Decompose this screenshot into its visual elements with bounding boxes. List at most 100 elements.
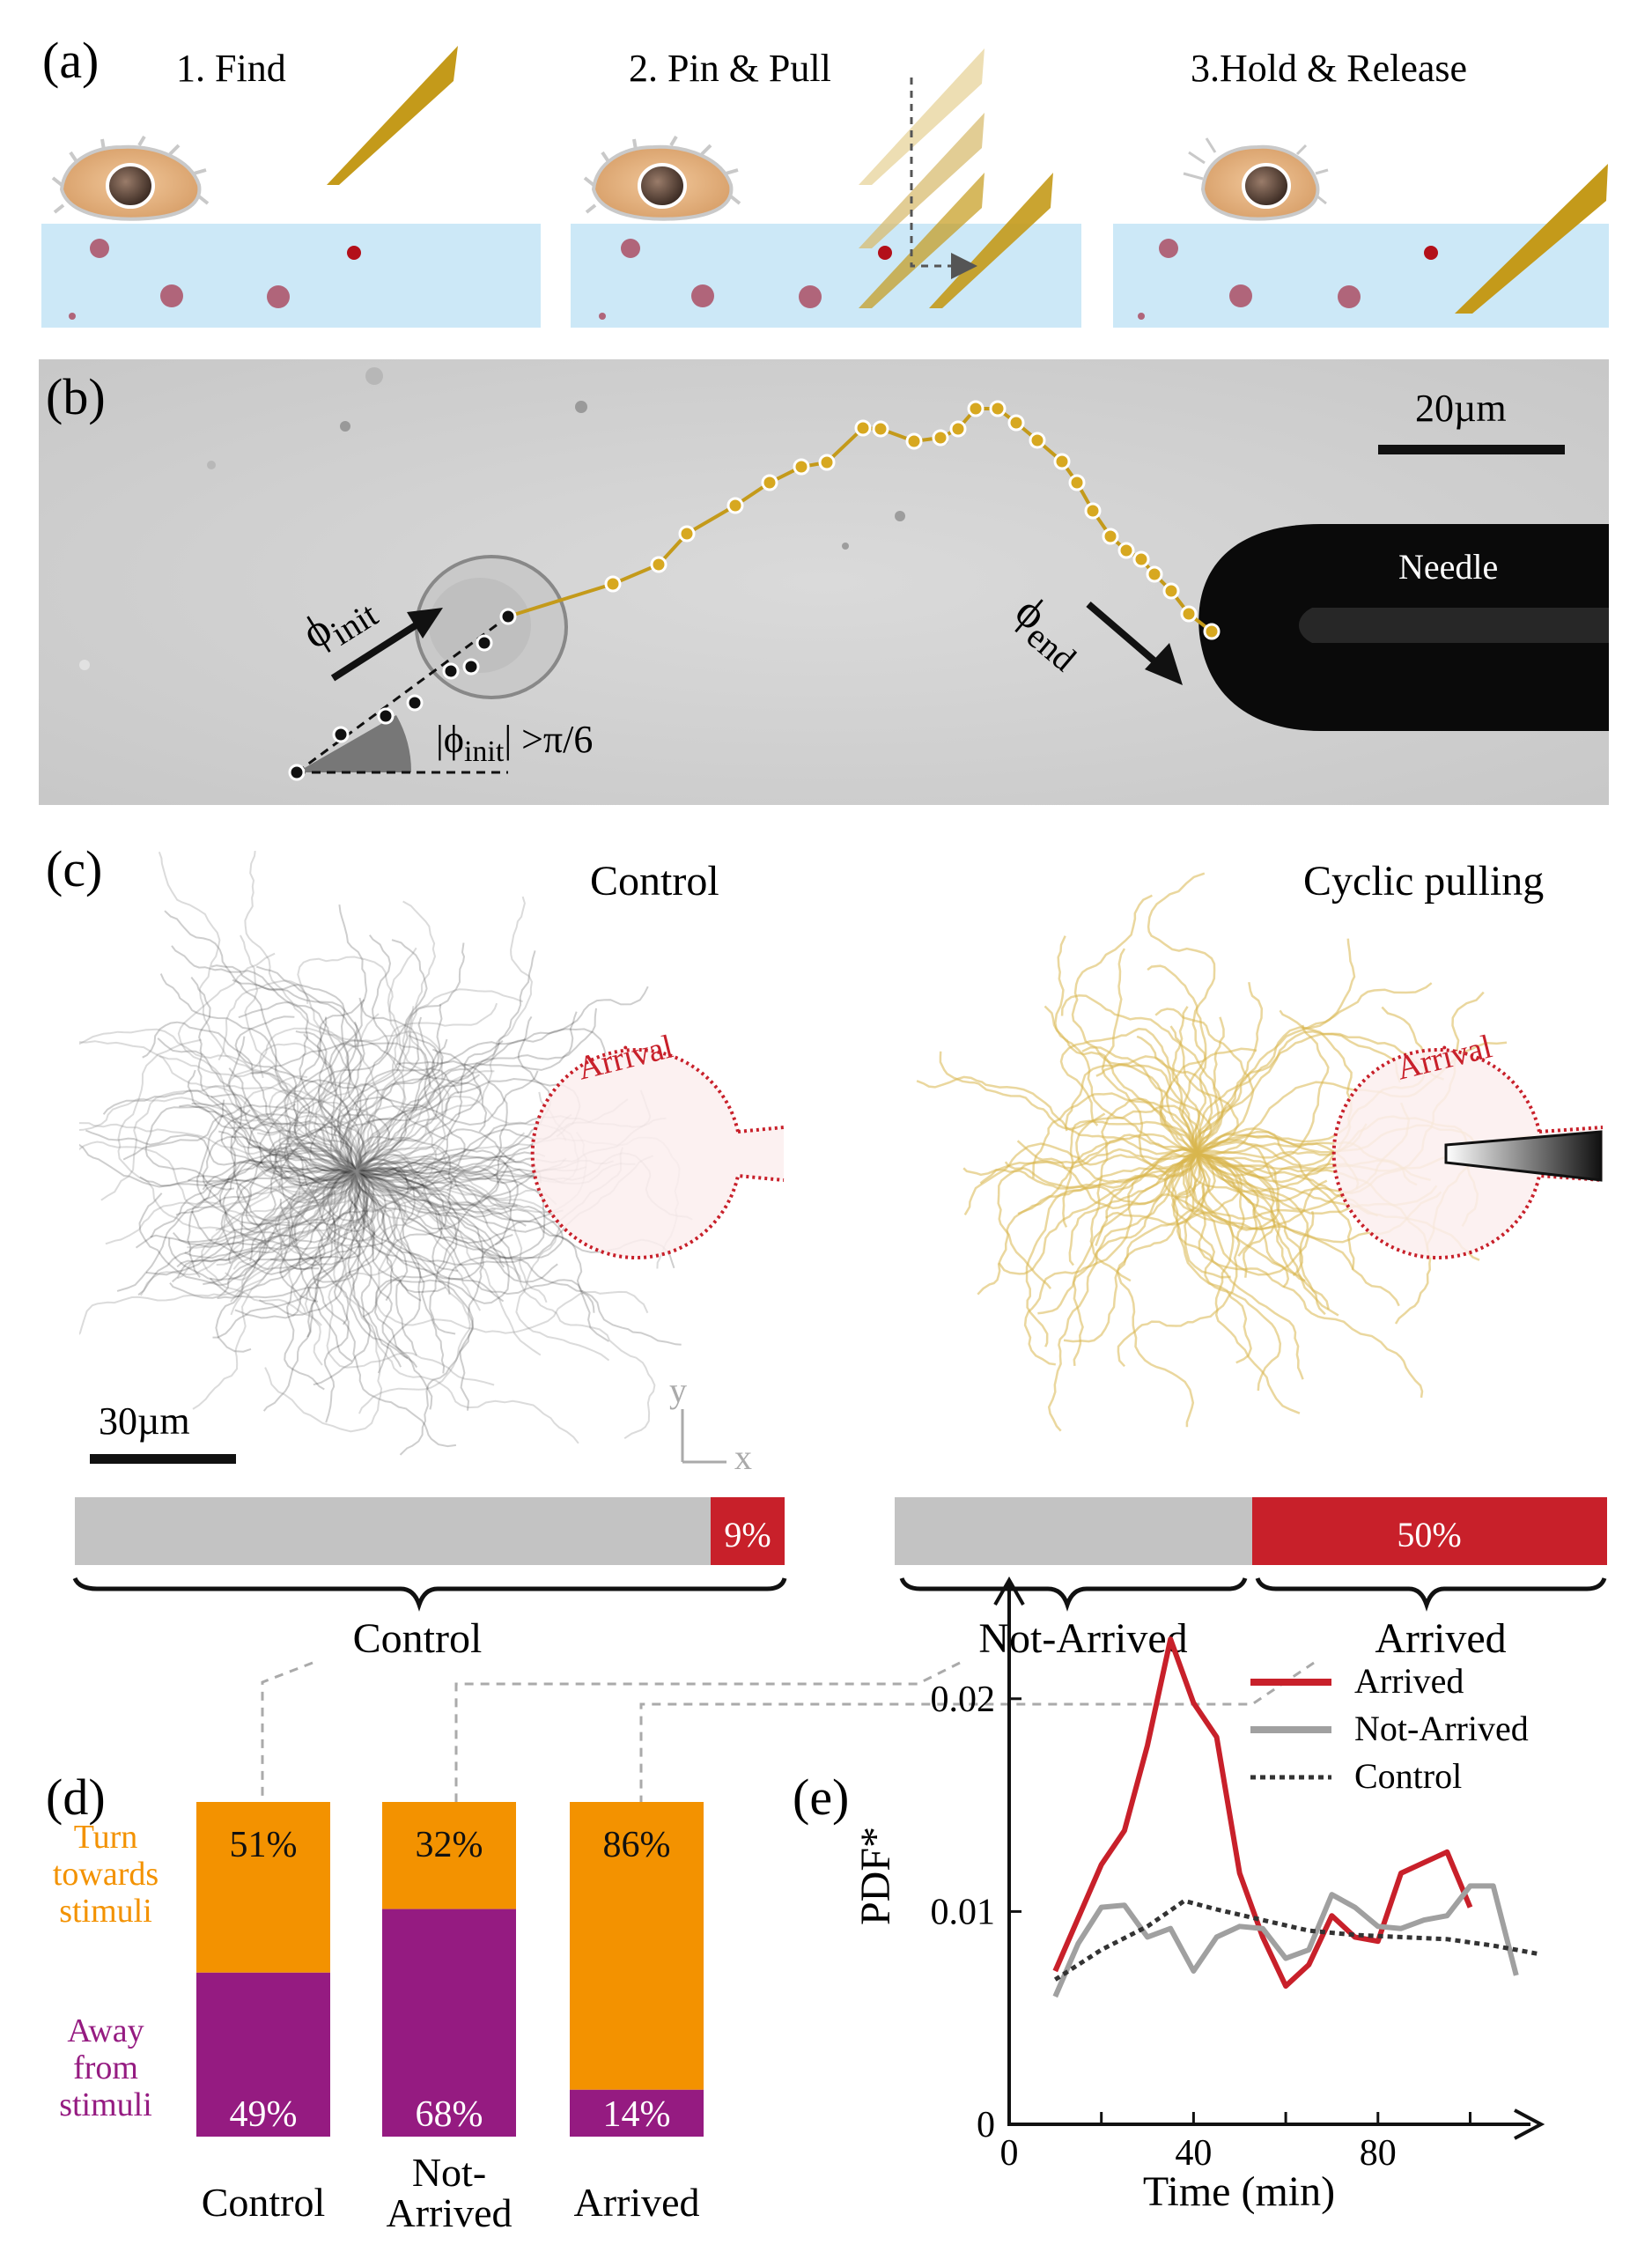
trajectory-track (916, 1075, 1198, 1156)
trajectory-track (1194, 1030, 1402, 1155)
control-title: Control (590, 858, 719, 904)
trajectory-track (962, 1153, 1199, 1206)
trajectory-track (212, 1170, 358, 1339)
trajectory-track (105, 1170, 370, 1256)
trajectory-track (102, 1089, 358, 1189)
trajectory-track (191, 1170, 377, 1246)
cyclic-bar-not-arrived (895, 1497, 1252, 1565)
trajectory-track (220, 1109, 358, 1175)
trajectory-track (356, 1170, 518, 1214)
trajectory-track (356, 1170, 527, 1227)
trajectory-track (286, 939, 428, 1182)
control-bar-not-arrived (75, 1497, 711, 1565)
y-axis-arrowhead (993, 1576, 1025, 1606)
trajectory-track (122, 1104, 358, 1172)
cell-1 (51, 135, 210, 221)
control-trajectories (79, 850, 693, 1456)
trajectory-track (244, 850, 380, 1172)
trajectory-track (218, 979, 358, 1172)
trajectory-track (280, 1113, 390, 1274)
trajectory-track (190, 976, 358, 1172)
trajectory-track (356, 1162, 458, 1369)
step-3-title: 3.Hold & Release (1191, 47, 1467, 90)
trajectory-track (145, 1170, 366, 1276)
trajectory-track (293, 1170, 358, 1362)
needle-1 (327, 46, 458, 185)
trajectory-track (355, 1170, 475, 1456)
trajectory-track (187, 1159, 358, 1278)
trajectory-track (295, 1030, 365, 1172)
trajectory-track (220, 1153, 358, 1275)
trajectory-track (336, 904, 368, 1172)
cyclic-title: Cyclic pulling (1303, 858, 1544, 904)
trajectory-track (79, 1122, 358, 1172)
phi-init-label: ϕinit (293, 579, 384, 666)
trajectory-track (116, 1141, 358, 1292)
trajectory-track (356, 1166, 513, 1211)
trajectory-track (217, 1170, 358, 1300)
trajectory-track (232, 1074, 358, 1206)
series-line-2 (1053, 1898, 1540, 1982)
trajectory-track (203, 1170, 358, 1286)
trajectory-track (1032, 1092, 1199, 1178)
trajectory-track (356, 896, 534, 1172)
trajectory-track (270, 1147, 385, 1243)
control-track-group (79, 850, 693, 1456)
needle-image (1198, 524, 1609, 731)
trajectory-points (604, 400, 1221, 640)
trajectory-track (315, 1132, 526, 1247)
trajectory-track (171, 945, 358, 1172)
trajectory-track (1023, 1148, 1198, 1366)
trajectory-track (356, 988, 523, 1183)
trajectory-track (188, 1170, 358, 1227)
phi-init-arrow (330, 608, 443, 682)
trajectory-track (187, 1069, 361, 1172)
trajectory-track (356, 1153, 546, 1295)
trajectory-track (356, 1070, 495, 1171)
trajectory-track (222, 1113, 358, 1265)
trajectory-track (356, 1028, 607, 1172)
trajectory-track (339, 934, 392, 1172)
trajectory-track (232, 1170, 358, 1270)
phi-end-arrow (1086, 601, 1183, 685)
trajectory-track (179, 1104, 358, 1172)
trajectory-track (275, 1170, 358, 1313)
needle-3 (1455, 164, 1608, 314)
panel-c: (c) Control Cyclic pulling Arrival Arriv… (46, 840, 1607, 1803)
trajectory-track (1116, 1153, 1211, 1428)
trajectory-track (258, 1042, 358, 1201)
axis-x-label: x (734, 1437, 752, 1477)
bar-category-label: Control (202, 2180, 326, 2225)
trajectory-track (250, 1042, 431, 1172)
trajectory-track (344, 1170, 579, 1444)
trajectory-track (304, 1170, 358, 1366)
scale-bar-b-label: 20µm (1415, 387, 1507, 430)
trajectory-track (1181, 1152, 1328, 1230)
trajectory-track (157, 1037, 358, 1172)
panel-e-label: (e) (793, 1768, 849, 1826)
scale-bar-c-label: 30µm (99, 1399, 190, 1443)
y-axis-label: PDF* (852, 1827, 899, 1925)
trajectory-track (249, 1170, 358, 1262)
trajectory-track (1075, 1112, 1198, 1184)
bar-away (382, 1909, 516, 2137)
trajectory-track (135, 1170, 358, 1249)
trajectory-track (356, 1170, 482, 1311)
legend-label: Arrived (1354, 1661, 1464, 1701)
trajectory-track (1196, 1153, 1330, 1310)
trajectory-track (1169, 1025, 1239, 1156)
trajectory-track (356, 1170, 520, 1281)
trajectory-track (159, 1054, 358, 1172)
trajectory-track (355, 1165, 509, 1230)
trajectory-track (356, 1160, 564, 1222)
step-2-title: 2. Pin & Pull (629, 47, 831, 90)
trajectory-track (356, 1095, 567, 1172)
cyclic-track-group (916, 872, 1530, 1432)
trajectory-track (1136, 1035, 1213, 1155)
trajectory-track (225, 1170, 358, 1281)
label-away-line: from (73, 2049, 138, 2086)
trajectory-track (347, 1170, 505, 1303)
panel-d-bars: 51%49%Control32%68%Not-Arrived86%14%Arri… (196, 1802, 704, 2235)
bar-towards (570, 1802, 704, 2090)
